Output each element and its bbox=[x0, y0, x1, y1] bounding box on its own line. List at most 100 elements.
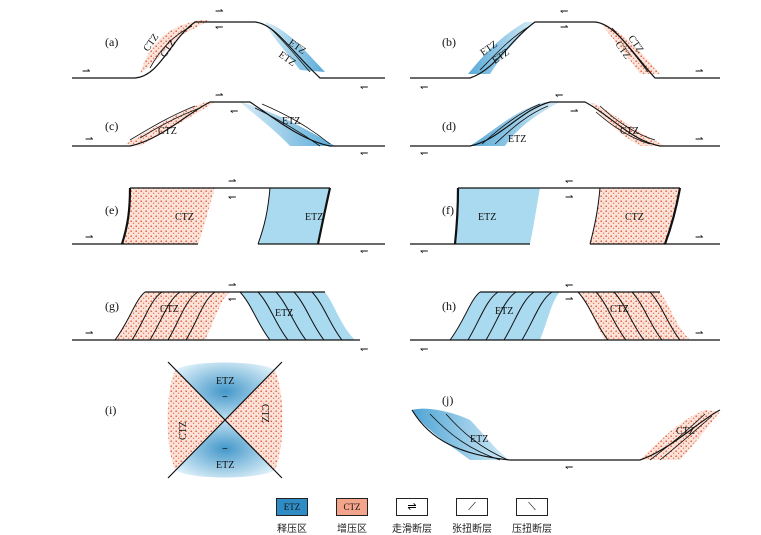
etz-label: ETZ bbox=[275, 308, 293, 319]
svg-text:−: − bbox=[222, 444, 228, 455]
svg-text:↽: ↽ bbox=[420, 344, 428, 355]
strike-slip-fault-icon: ⇌ bbox=[396, 498, 428, 516]
panel-label-a: (a) bbox=[105, 35, 118, 49]
ctz-zone bbox=[140, 20, 210, 74]
etz-label: ETZ bbox=[282, 116, 300, 127]
ctz-label: CTZ bbox=[620, 126, 639, 137]
etz-zone bbox=[265, 22, 325, 72]
svg-text:↽: ↽ bbox=[555, 90, 563, 101]
ctz-label: CTZ bbox=[175, 212, 194, 223]
etz-label: ETZ bbox=[470, 434, 488, 445]
svg-text:⇀: ⇀ bbox=[560, 22, 568, 33]
fault-trace bbox=[167, 361, 283, 479]
panel-h: (h) ETZ CTZ ↽⇀ ↽⇀ bbox=[410, 280, 720, 355]
etz-label: ETZ bbox=[508, 134, 526, 145]
ctz-zone bbox=[115, 292, 230, 340]
fault-trace bbox=[411, 409, 721, 461]
ctz-label: CTZ bbox=[259, 404, 270, 423]
ctz-label: CTZ bbox=[160, 304, 179, 315]
svg-text:⇀: ⇀ bbox=[695, 66, 703, 77]
svg-text:↽: ↽ bbox=[360, 82, 368, 93]
ctz-label: CTZ bbox=[158, 126, 177, 137]
svg-text:↽: ↽ bbox=[228, 294, 236, 305]
legend-item-ctz: CTZ 增压区 bbox=[322, 498, 382, 535]
svg-text:↽: ↽ bbox=[360, 246, 368, 257]
legend-label: 张扭断层 bbox=[452, 524, 492, 535]
etz-swatch: ETZ bbox=[276, 498, 308, 516]
legend-item-etz: ETZ 释压区 bbox=[262, 498, 322, 535]
svg-text:↽: ↽ bbox=[228, 192, 236, 203]
svg-text:↽: ↽ bbox=[215, 22, 223, 33]
ctz-zone bbox=[167, 370, 225, 470]
panel-c: (c) CTZ ETZ ⇀↽ ⇀↽ bbox=[72, 90, 385, 159]
panel-f: (f) ETZ CTZ ↽⇀ ↽⇀ bbox=[410, 176, 720, 257]
svg-text:↽: ↽ bbox=[565, 462, 573, 473]
etz-zone bbox=[258, 188, 330, 244]
panel-label-g: (g) bbox=[105, 299, 119, 313]
ctz-zone bbox=[225, 370, 283, 470]
panel-label-d: (d) bbox=[442, 119, 456, 133]
svg-text:↽: ↽ bbox=[565, 176, 573, 187]
panel-b: (b) ETZ ETZ CTZ CTZ ↽⇀ ↽⇀ bbox=[410, 6, 720, 93]
legend-label: 压扭断层 bbox=[512, 524, 552, 535]
ctz-label: CTZ bbox=[625, 212, 644, 223]
svg-text:↽: ↽ bbox=[420, 82, 428, 93]
legend-label: 释压区 bbox=[277, 524, 307, 535]
legend-item-transpression: ⟍ 压扭断层 bbox=[502, 498, 562, 535]
etz-zone bbox=[455, 188, 540, 244]
svg-text:↽: ↽ bbox=[420, 148, 428, 159]
etz-label: ETZ bbox=[216, 460, 234, 471]
svg-text:⇀: ⇀ bbox=[695, 328, 703, 339]
svg-text:⇀: ⇀ bbox=[565, 294, 573, 305]
legend-item-transtension: ⟋ 张扭断层 bbox=[442, 498, 502, 535]
ctz-swatch: CTZ bbox=[336, 498, 368, 516]
svg-text:⇀: ⇀ bbox=[228, 280, 236, 291]
panel-label-j: (j) bbox=[442, 393, 453, 407]
etz-zone bbox=[240, 102, 335, 146]
fault-trace bbox=[410, 21, 720, 79]
panel-a: (a) CTZ CTZ ETZ ETZ ⇀↽ ⇀↽ bbox=[72, 6, 385, 93]
ctz-zone bbox=[125, 102, 215, 146]
ctz-label: CTZ bbox=[610, 304, 629, 315]
etz-zone bbox=[450, 292, 560, 340]
panel-i: (i) ETZ ETZ CTZ CTZ −− bbox=[105, 361, 283, 479]
ctz-zone bbox=[590, 102, 665, 146]
svg-text:↽: ↽ bbox=[560, 6, 568, 17]
panel-d: (d) ETZ CTZ ↽ ⇀ ↽ ⇀ bbox=[410, 90, 720, 159]
svg-text:↽: ↽ bbox=[230, 106, 238, 117]
ctz-zone bbox=[590, 188, 680, 244]
svg-text:⇀: ⇀ bbox=[215, 90, 223, 101]
legend-label: 增压区 bbox=[337, 524, 367, 535]
fault-trace bbox=[72, 21, 385, 79]
svg-text:⇀: ⇀ bbox=[228, 176, 236, 187]
panel-label-h: (h) bbox=[442, 299, 456, 313]
svg-text:⇀: ⇀ bbox=[215, 6, 223, 17]
ctz-zone bbox=[122, 188, 215, 244]
svg-text:⇀: ⇀ bbox=[695, 134, 703, 145]
legend-item-strike-slip: ⇌ 走滑断层 bbox=[382, 498, 442, 535]
svg-text:⇀: ⇀ bbox=[85, 328, 93, 339]
svg-text:⇀: ⇀ bbox=[570, 106, 578, 117]
ctz-zone bbox=[578, 292, 690, 340]
etz-zone bbox=[175, 362, 275, 420]
panel-label-f: (f) bbox=[442, 203, 454, 217]
svg-text:↽: ↽ bbox=[360, 344, 368, 355]
svg-text:⇀: ⇀ bbox=[565, 192, 573, 203]
etz-label: ETZ bbox=[216, 376, 234, 387]
etz-zone bbox=[412, 408, 510, 460]
svg-text:⇀: ⇀ bbox=[695, 232, 703, 243]
etz-label: ETZ bbox=[495, 306, 513, 317]
fault-trace bbox=[410, 101, 720, 147]
panel-j: (j) ETZ CTZ ↽ bbox=[411, 393, 721, 473]
panel-g: (g) CTZ ETZ ⇀ ↽ ⇀ ↽ bbox=[72, 280, 368, 355]
etz-zone bbox=[175, 420, 275, 478]
ctz-label: CTZ bbox=[676, 426, 695, 437]
svg-text:−: − bbox=[222, 392, 228, 403]
panel-label-e: (e) bbox=[105, 203, 118, 217]
panel-e: (e) CTZ ETZ ⇀↽ ⇀↽ bbox=[72, 176, 385, 257]
panel-label-c: (c) bbox=[105, 119, 118, 133]
etz-label: ETZ bbox=[478, 212, 496, 223]
etz-label: ETZ bbox=[305, 212, 323, 223]
svg-text:⇀: ⇀ bbox=[85, 134, 93, 145]
